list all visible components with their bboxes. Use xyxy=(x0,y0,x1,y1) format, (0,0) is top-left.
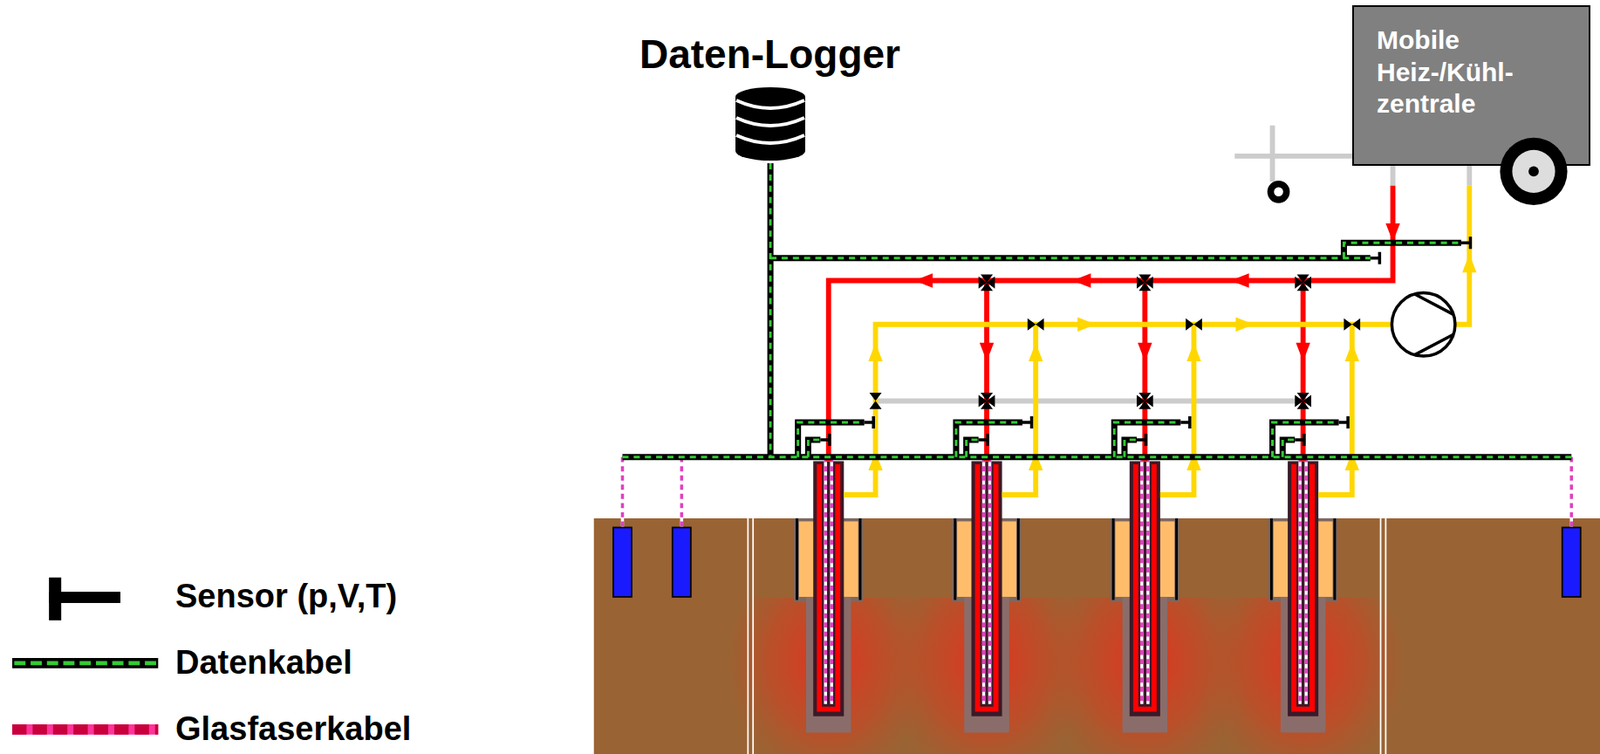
bypass-pipe xyxy=(875,398,1304,404)
legend-text: Glasfaserkabel xyxy=(175,711,411,748)
legend-item: Sensor (p,V,T) xyxy=(175,578,397,616)
legend-item: Glasfaserkabel xyxy=(175,711,411,748)
legend-fibre-sample xyxy=(12,728,158,730)
node-label: Mobile Heiz-/Kühl- zentrale xyxy=(1376,24,1522,121)
pump xyxy=(1391,293,1456,356)
heating-cooling-unit: Mobile Heiz-/Kühl- zentrale xyxy=(1352,5,1591,166)
flow-arrows-return xyxy=(868,253,1477,471)
valves xyxy=(869,274,1361,410)
data-cables xyxy=(622,163,1572,458)
legend-samples xyxy=(12,577,158,730)
data-logger: Daten-Logger xyxy=(639,31,901,162)
trailer-wheel xyxy=(1499,137,1567,206)
soil-sensors xyxy=(613,526,1581,597)
energy-piles xyxy=(793,460,1338,732)
legend-datacable-sample xyxy=(12,662,158,664)
database-icon xyxy=(734,86,807,162)
return-pipes xyxy=(843,185,1470,495)
legend-item: Datenkabel xyxy=(175,644,353,682)
legend-text: Datenkabel xyxy=(175,644,353,682)
sensors xyxy=(820,236,1471,446)
legend-text: Sensor (p,V,T) xyxy=(175,578,397,616)
flow-arrows-supply xyxy=(914,223,1401,362)
node-heading: Daten-Logger xyxy=(639,31,901,78)
fibre-cables xyxy=(622,457,1572,705)
